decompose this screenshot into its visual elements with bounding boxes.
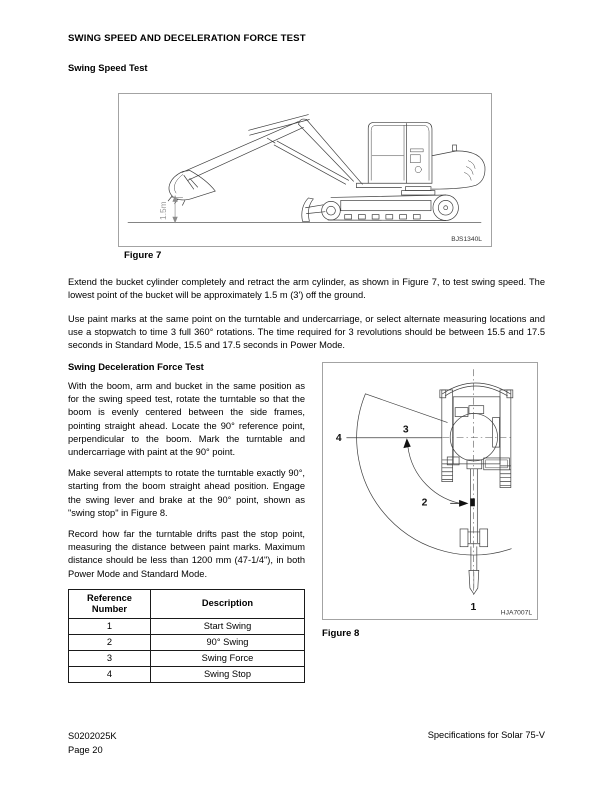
desc-swing-stop: Swing Stop xyxy=(150,665,305,683)
table-row: 3 Swing Force xyxy=(68,649,305,667)
figure8-label-4: 4 xyxy=(336,433,342,444)
table-row: 2 90° Swing xyxy=(68,633,305,651)
subsection-swing-speed-test: Swing Speed Test xyxy=(68,62,148,73)
figure7-frame: 1.5m BJS1340L xyxy=(118,93,492,247)
excavator-top-view-drawing: 4 3 2 1 HJA7007L xyxy=(336,369,533,617)
table-row: 1 Start Swing xyxy=(68,617,305,635)
header-reference-number: Reference Number xyxy=(68,588,151,619)
page-number: Page 20 xyxy=(68,744,103,755)
table-header-row: Reference Number Description xyxy=(68,588,305,619)
ref-3: 3 xyxy=(68,649,151,667)
dimension-label: 1.5m xyxy=(158,201,168,220)
figure8-frame: 4 3 2 1 HJA7007L xyxy=(322,362,538,620)
paragraph-swing-speed-1: Extend the bucket cylinder completely an… xyxy=(68,277,545,301)
reference-table: Reference Number Description 1 Start Swi… xyxy=(68,588,305,683)
footer-right: Specifications for Solar 75-V xyxy=(427,730,545,740)
figure8-caption: Figure 8 xyxy=(322,628,360,639)
subsection-swing-decel-test: Swing Deceleration Force Test xyxy=(68,361,204,372)
header-description: Description xyxy=(150,588,305,619)
figure8-code: HJA7007L xyxy=(501,610,533,617)
page-title: SWING SPEED AND DECELERATION FORCE TEST xyxy=(68,33,306,44)
swing-direction-arrow-up xyxy=(403,438,411,449)
document-number: S0202025K xyxy=(68,731,117,741)
figure8-label-3: 3 xyxy=(403,424,409,435)
height-dimension xyxy=(170,195,183,224)
desc-swing-force: Swing Force xyxy=(150,649,305,667)
figure7-code: BJS1340L xyxy=(451,236,482,243)
paragraph-decel-2: Make several attempts to rotate the turn… xyxy=(68,468,305,518)
figure7-caption: Figure 7 xyxy=(124,250,162,261)
desc-start-swing: Start Swing xyxy=(150,617,305,635)
swing-stop-arrow-right xyxy=(459,499,469,507)
inner-swing-arc xyxy=(407,445,466,505)
footer-left: S0202025K Page 20 xyxy=(68,730,117,757)
left-column: With the boom, arm and bucket in the sam… xyxy=(68,380,305,683)
paragraph-decel-1: With the boom, arm and bucket in the sam… xyxy=(68,381,305,458)
arc-radial-line xyxy=(365,393,448,423)
paragraph-swing-speed-2: Use paint marks at the same point on the… xyxy=(68,314,545,351)
desc-90-swing: 90° Swing xyxy=(150,633,305,651)
paint-mark xyxy=(470,498,475,507)
outer-swing-arc xyxy=(356,393,512,556)
excavator-side-view-drawing: 1.5m BJS1340L xyxy=(127,114,486,243)
ref-4: 4 xyxy=(68,665,151,683)
paragraph-decel-3: Record how far the turntable drifts past… xyxy=(68,529,305,579)
ref-2: 2 xyxy=(68,633,151,651)
table-row: 4 Swing Stop xyxy=(68,665,305,683)
figure8-label-2: 2 xyxy=(422,497,428,508)
ref-1: 1 xyxy=(68,617,151,635)
figure8-label-1: 1 xyxy=(470,602,476,613)
